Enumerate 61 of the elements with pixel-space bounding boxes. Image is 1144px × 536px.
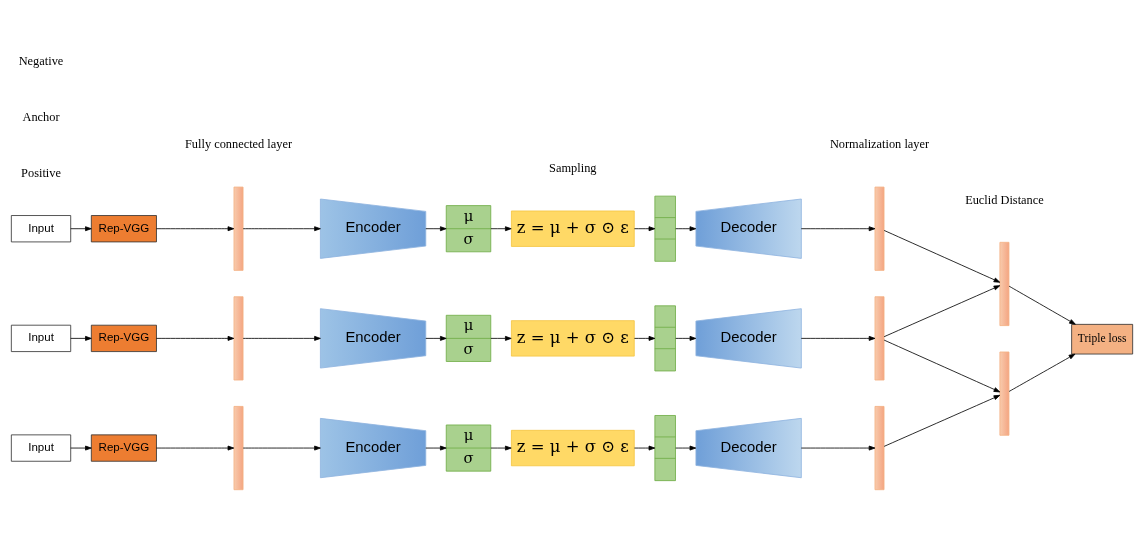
arrow	[156, 445, 235, 450]
node-bar	[233, 295, 244, 380]
arrow	[425, 225, 447, 231]
label: Euclid Distance	[965, 192, 1044, 207]
node-box: Input	[10, 433, 72, 462]
arrow	[883, 339, 1001, 392]
arrow	[800, 335, 876, 341]
arrow	[242, 445, 321, 450]
arrow	[883, 394, 1001, 447]
node-box: Input	[10, 324, 72, 352]
arrow	[1008, 353, 1076, 392]
arrow	[70, 335, 92, 341]
arrow	[490, 335, 512, 341]
label: Normalization layer	[829, 136, 930, 151]
node-box: Input	[10, 214, 72, 242]
node-box: Rep-VGG	[90, 214, 157, 242]
node-box: Encoder	[320, 198, 427, 259]
node-box: Rep-VGG	[90, 433, 157, 462]
arrow	[156, 225, 235, 231]
arrow	[156, 335, 235, 341]
arrow	[70, 225, 92, 231]
arrow	[675, 225, 697, 231]
node-box: z = μ + σ ⊙ ε	[510, 210, 635, 247]
arrow	[634, 335, 656, 341]
arrow	[242, 225, 321, 231]
node-box: Decoder	[695, 417, 802, 478]
node-bar	[233, 405, 244, 490]
label: Anchor	[22, 109, 60, 124]
node-bar	[874, 405, 885, 490]
arrow	[70, 445, 92, 450]
arrow	[634, 225, 656, 231]
node-bar	[233, 186, 244, 271]
node-bar	[999, 351, 1010, 436]
arrow	[490, 445, 512, 450]
label: Sampling	[549, 160, 597, 175]
node-box: Encoder	[320, 307, 427, 368]
arrow	[883, 284, 1001, 337]
arrow	[675, 335, 697, 341]
label: Fully connected layer	[184, 136, 293, 151]
arrow	[675, 445, 697, 450]
label: Negative	[18, 53, 64, 68]
node-bar	[874, 186, 885, 271]
arrow	[800, 225, 876, 231]
arrow	[800, 445, 876, 450]
node-box: Decoder	[695, 307, 802, 368]
node-box: z = μ + σ ⊙ ε	[510, 429, 635, 466]
node-box: Encoder	[320, 417, 427, 478]
arrow	[242, 335, 321, 341]
arrow	[425, 335, 447, 341]
node-box: Rep-VGG	[90, 324, 157, 352]
node-box: Triple loss	[1071, 323, 1134, 354]
arrow	[425, 445, 447, 450]
arrow	[1008, 285, 1076, 325]
arrow	[634, 445, 656, 450]
node-box: z = μ + σ ⊙ ε	[510, 319, 635, 357]
label: Positive	[21, 165, 61, 180]
arrow	[883, 229, 1001, 283]
node-bar	[999, 241, 1010, 326]
node-box: Decoder	[695, 198, 802, 259]
arrow	[490, 225, 512, 231]
node-bar	[874, 295, 885, 380]
